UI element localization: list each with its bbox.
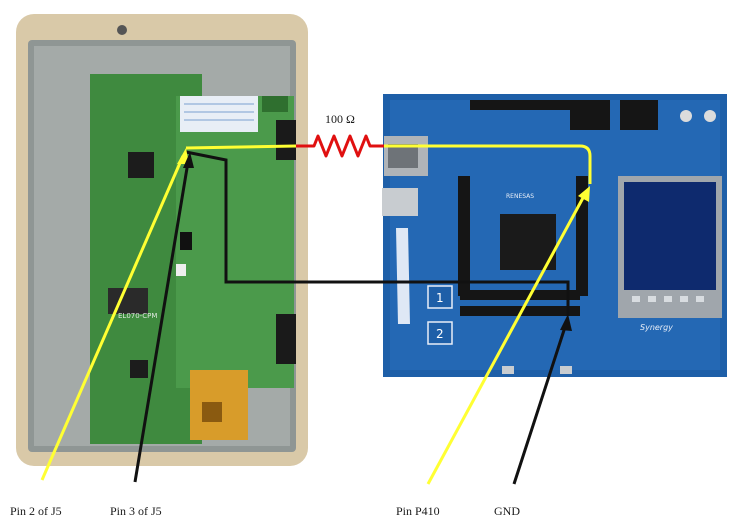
signal-wire-left — [185, 144, 297, 150]
label-gnd: GND — [494, 504, 520, 518]
header-bottom-2 — [460, 306, 580, 316]
header-top-block-2 — [620, 100, 658, 130]
header-bottom-1 — [460, 290, 580, 300]
board-lcd-screen — [624, 182, 716, 290]
display-driver-pcb — [176, 96, 294, 388]
mcu-board: RENESAS 1 2 Synergy — [382, 94, 727, 377]
header-top-block-1 — [570, 100, 610, 130]
display-chip-1 — [128, 152, 154, 178]
usb-micro-1 — [502, 366, 514, 374]
board-button-2 — [704, 110, 716, 122]
resistor-label: 100 Ω — [325, 112, 355, 126]
pin2-arrowhead — [177, 148, 189, 164]
p410-pointer — [426, 195, 586, 485]
display-vendor-text: EL070-CPM — [118, 312, 157, 320]
usb-micro-2 — [560, 366, 572, 374]
pin3-arrowhead — [183, 152, 194, 168]
display-chip-3 — [130, 360, 148, 378]
display-touch-chip — [202, 402, 222, 422]
mcu-chip — [500, 214, 556, 270]
pin2-pointer — [40, 155, 185, 481]
header-left — [458, 176, 470, 296]
board-arrow-marking — [396, 228, 410, 324]
gnd-arrowhead — [560, 314, 572, 331]
lcd-display-module: EL070-CPM — [16, 14, 308, 466]
display-flex-cable — [180, 96, 258, 132]
label-pin2-j5: Pin 2 of J5 — [10, 504, 62, 518]
label-pin3-j5: Pin 3 of J5 — [110, 504, 162, 518]
header-label-box-2 — [427, 321, 453, 345]
p410-arrowhead — [578, 186, 590, 202]
display-jumper — [176, 264, 186, 276]
header-label-2: 2 — [436, 327, 444, 341]
ground-wire — [185, 150, 570, 316]
display-chip-2 — [108, 288, 148, 314]
pin3-pointer — [133, 161, 190, 483]
display-mount-hole — [117, 25, 127, 35]
display-side-connector-bottom — [276, 314, 296, 364]
board-button-1 — [680, 110, 692, 122]
board-product-text: Synergy — [640, 323, 673, 332]
gnd-pointer — [512, 323, 568, 485]
ethernet-jack-port — [388, 144, 418, 168]
display-side-connector-top — [276, 120, 296, 160]
board-brand-text: RENESAS — [506, 193, 534, 200]
display-connector — [262, 96, 288, 112]
signal-wire-right — [384, 144, 592, 184]
usb-connector — [382, 188, 418, 216]
header-top — [470, 100, 580, 110]
label-pin-p410: Pin P410 — [396, 504, 440, 518]
display-header-j5 — [180, 232, 192, 250]
header-label-1: 1 — [436, 291, 444, 305]
resistor-100-ohm — [296, 134, 384, 158]
header-label-box-1 — [427, 285, 453, 309]
